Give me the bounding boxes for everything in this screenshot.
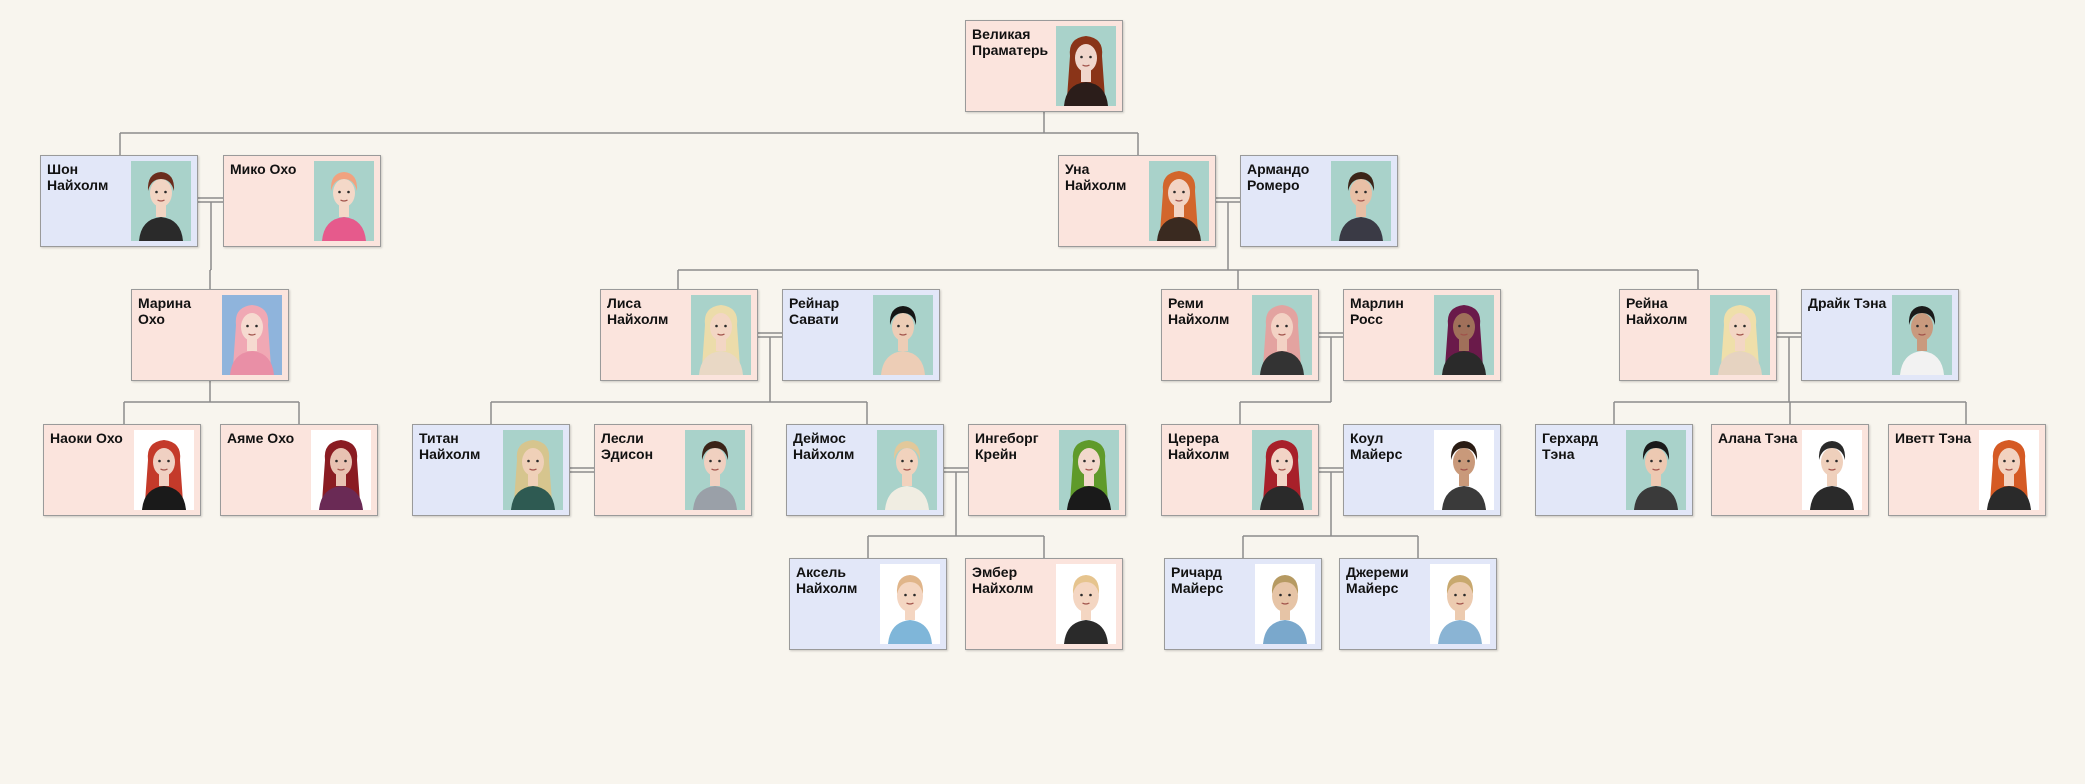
person-card[interactable]: Герхард Тэна bbox=[1535, 424, 1693, 516]
person-name: Марина Охо bbox=[138, 295, 192, 327]
person-name: Эмбер Найхолм bbox=[972, 564, 1034, 596]
person-name: Лесли Эдисон bbox=[601, 430, 654, 462]
person-card[interactable]: Титан Найхолм bbox=[412, 424, 570, 516]
person-card[interactable]: Марина Охо bbox=[131, 289, 289, 381]
person-name: Шон Найхолм bbox=[47, 161, 109, 193]
person-portrait bbox=[1434, 295, 1494, 375]
person-portrait bbox=[691, 295, 751, 375]
person-name: Ричард Майерс bbox=[1171, 564, 1224, 596]
person-card[interactable]: Иветт Тэна bbox=[1888, 424, 2046, 516]
person-card[interactable]: Церера Найхолм bbox=[1161, 424, 1319, 516]
person-card[interactable]: Великая Праматерь bbox=[965, 20, 1123, 112]
person-name: Коул Майерс bbox=[1350, 430, 1403, 462]
person-card[interactable]: Аяме Охо bbox=[220, 424, 378, 516]
person-name: Рейна Найхолм bbox=[1626, 295, 1688, 327]
person-portrait bbox=[131, 161, 191, 241]
person-name: Аксель Найхолм bbox=[796, 564, 858, 596]
person-name: Великая Праматерь bbox=[972, 26, 1049, 58]
person-portrait bbox=[1434, 430, 1494, 510]
person-name: Церера Найхолм bbox=[1168, 430, 1230, 462]
person-name: Ингеборг Крейн bbox=[975, 430, 1039, 462]
person-name: Уна Найхолм bbox=[1065, 161, 1127, 193]
person-card[interactable]: Джереми Майерс bbox=[1339, 558, 1497, 650]
person-portrait bbox=[1626, 430, 1686, 510]
person-card[interactable]: Реми Найхолм bbox=[1161, 289, 1319, 381]
person-card[interactable]: Армандо Ромеро bbox=[1240, 155, 1398, 247]
person-card[interactable]: Рейнар Савати bbox=[782, 289, 940, 381]
person-name: Рейнар Савати bbox=[789, 295, 840, 327]
person-portrait bbox=[877, 430, 937, 510]
person-card[interactable]: Драйк Тэна bbox=[1801, 289, 1959, 381]
person-name: Иветт Тэна bbox=[1895, 430, 1972, 446]
person-name: Деймос Найхолм bbox=[793, 430, 855, 462]
person-card[interactable]: Алана Тэна bbox=[1711, 424, 1869, 516]
person-portrait bbox=[1252, 430, 1312, 510]
person-portrait bbox=[134, 430, 194, 510]
person-portrait bbox=[1802, 430, 1862, 510]
person-portrait bbox=[1979, 430, 2039, 510]
person-portrait bbox=[880, 564, 940, 644]
person-card[interactable]: Ингеборг Крейн bbox=[968, 424, 1126, 516]
person-card[interactable]: Аксель Найхолм bbox=[789, 558, 947, 650]
person-name: Реми Найхолм bbox=[1168, 295, 1230, 327]
person-card[interactable]: Лесли Эдисон bbox=[594, 424, 752, 516]
person-card[interactable]: Лиса Найхолм bbox=[600, 289, 758, 381]
person-card[interactable]: Шон Найхолм bbox=[40, 155, 198, 247]
person-name: Драйк Тэна bbox=[1808, 295, 1887, 311]
person-portrait bbox=[311, 430, 371, 510]
person-name: Джереми Майерс bbox=[1346, 564, 1409, 596]
person-card[interactable]: Ричард Майерс bbox=[1164, 558, 1322, 650]
person-name: Мико Охо bbox=[230, 161, 297, 177]
person-card[interactable]: Коул Майерс bbox=[1343, 424, 1501, 516]
person-portrait bbox=[1149, 161, 1209, 241]
person-name: Аяме Охо bbox=[227, 430, 295, 446]
person-card[interactable]: Мико Охо bbox=[223, 155, 381, 247]
person-portrait bbox=[1056, 26, 1116, 106]
person-name: Герхард Тэна bbox=[1542, 430, 1599, 462]
person-name: Алана Тэна bbox=[1718, 430, 1798, 446]
person-card[interactable]: Уна Найхолм bbox=[1058, 155, 1216, 247]
person-portrait bbox=[1892, 295, 1952, 375]
person-card[interactable]: Наоки Охо bbox=[43, 424, 201, 516]
person-portrait bbox=[873, 295, 933, 375]
person-card[interactable]: Эмбер Найхолм bbox=[965, 558, 1123, 650]
person-name: Армандо Ромеро bbox=[1247, 161, 1310, 193]
person-portrait bbox=[1255, 564, 1315, 644]
person-portrait bbox=[1059, 430, 1119, 510]
person-portrait bbox=[314, 161, 374, 241]
person-card[interactable]: Рейна Найхолм bbox=[1619, 289, 1777, 381]
person-name: Титан Найхолм bbox=[419, 430, 481, 462]
person-portrait bbox=[222, 295, 282, 375]
person-name: Наоки Охо bbox=[50, 430, 123, 446]
person-portrait bbox=[503, 430, 563, 510]
person-name: Лиса Найхолм bbox=[607, 295, 669, 327]
person-card[interactable]: Марлин Росс bbox=[1343, 289, 1501, 381]
person-portrait bbox=[1056, 564, 1116, 644]
person-portrait bbox=[1710, 295, 1770, 375]
person-portrait bbox=[685, 430, 745, 510]
person-portrait bbox=[1430, 564, 1490, 644]
person-card[interactable]: Деймос Найхолм bbox=[786, 424, 944, 516]
person-name: Марлин Росс bbox=[1350, 295, 1404, 327]
person-portrait bbox=[1331, 161, 1391, 241]
person-portrait bbox=[1252, 295, 1312, 375]
